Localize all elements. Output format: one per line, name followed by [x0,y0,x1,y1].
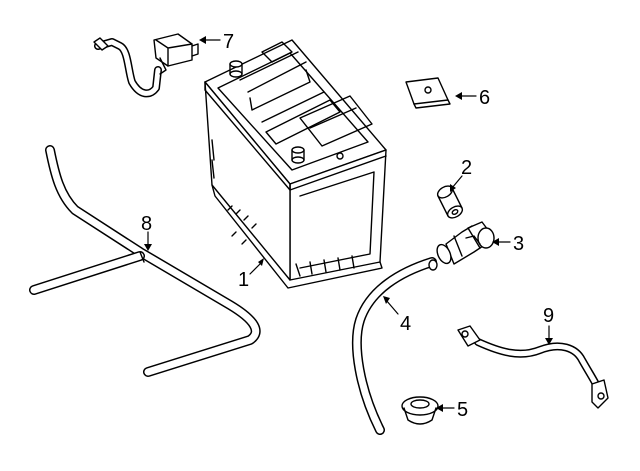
callout-7: 7 [223,31,234,53]
arrowhead-2 [450,184,456,192]
arrowhead-1 [258,258,264,266]
callout-leaders [144,36,553,412]
arrowhead-7 [199,36,206,44]
battery [205,40,386,288]
arrowhead-5 [436,404,443,412]
arrowhead-9 [545,338,553,345]
leader-2 [451,175,463,189]
arrowhead-8 [144,244,152,251]
hold-down-pad [406,78,450,108]
hold-down-rod [34,150,256,372]
callout-4: 4 [400,313,411,335]
battery-sensor [94,34,198,93]
callout-9: 9 [543,305,554,327]
arrowhead-3 [492,238,499,246]
callout-8: 8 [141,213,152,235]
grommet [402,397,438,424]
vent-hose [357,260,437,430]
callout-5: 5 [457,399,468,421]
arrowhead-4 [383,296,390,304]
arrowhead-6 [455,92,462,100]
callout-1: 1 [238,269,249,291]
callout-3: 3 [513,233,524,255]
vent-elbow [434,222,494,266]
leader-4 [385,299,399,315]
callout-2: 2 [461,157,472,179]
callout-labels: 1 2 3 4 5 6 7 8 9 [141,31,554,421]
ground-cable [458,326,608,408]
battery-terminal-positive [230,61,242,77]
battery-terminal-negative [292,147,304,163]
callout-6: 6 [479,87,490,109]
